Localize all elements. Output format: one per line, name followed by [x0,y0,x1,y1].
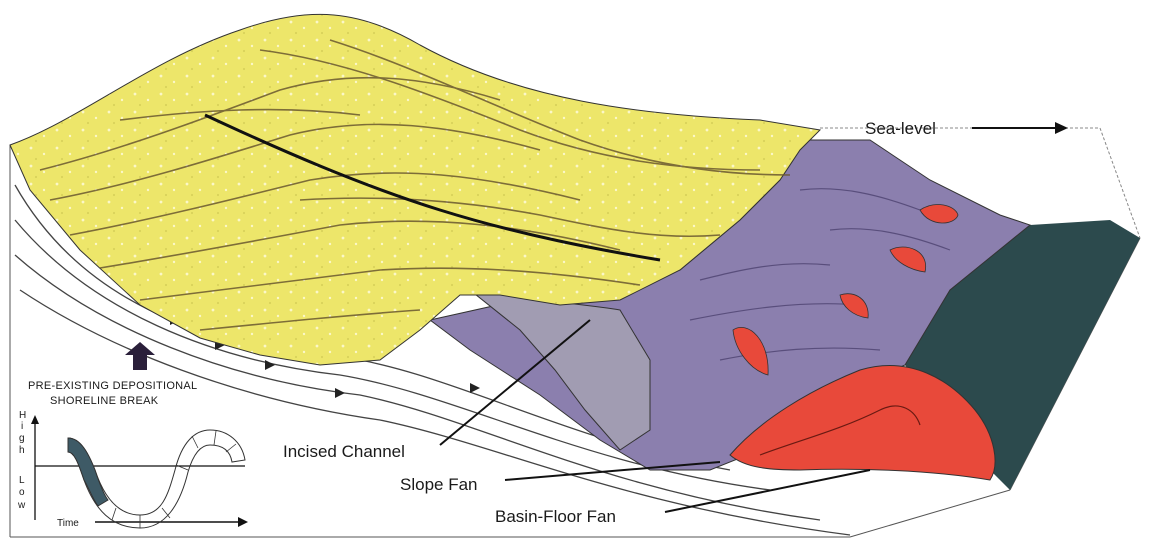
leader-arrowheads [1055,122,1068,134]
block-front-right-edge [850,490,1010,537]
axis-time-label: Time [57,518,79,529]
axis-low-letter: o [19,487,25,498]
incised-channel-label: Incised Channel [283,442,405,461]
shoreline-break-label-line1: PRE-EXISTING DEPOSITIONAL [28,380,197,392]
axis-low-letter: w [17,500,26,511]
basin-floor-fan-label: Basin-Floor Fan [495,507,616,526]
axis-high-letter: H [19,410,26,421]
shoreline-break-marker: PRE-EXISTING DEPOSITIONAL SHORELINE BREA… [28,342,197,407]
sea-level-label: Sea-level [865,119,936,138]
curve-x-axis-arrow-icon [238,517,248,527]
sea-level-curve-inset: H i g h L o w Time [17,410,248,529]
axis-high-letter: i [21,421,23,432]
curve-y-axis-arrow-icon [31,415,39,424]
basin-floor-fan-leader [665,470,870,512]
shoreline-break-arrow-icon [125,342,155,370]
axis-high-letter: g [19,433,25,444]
axis-high-letter: h [19,445,25,456]
slope-fan-label: Slope Fan [400,475,478,494]
axis-low-letter: L [19,475,25,486]
shoreline-break-label-line2: SHORELINE BREAK [50,395,159,407]
sea-level-fall-segment [68,438,108,506]
